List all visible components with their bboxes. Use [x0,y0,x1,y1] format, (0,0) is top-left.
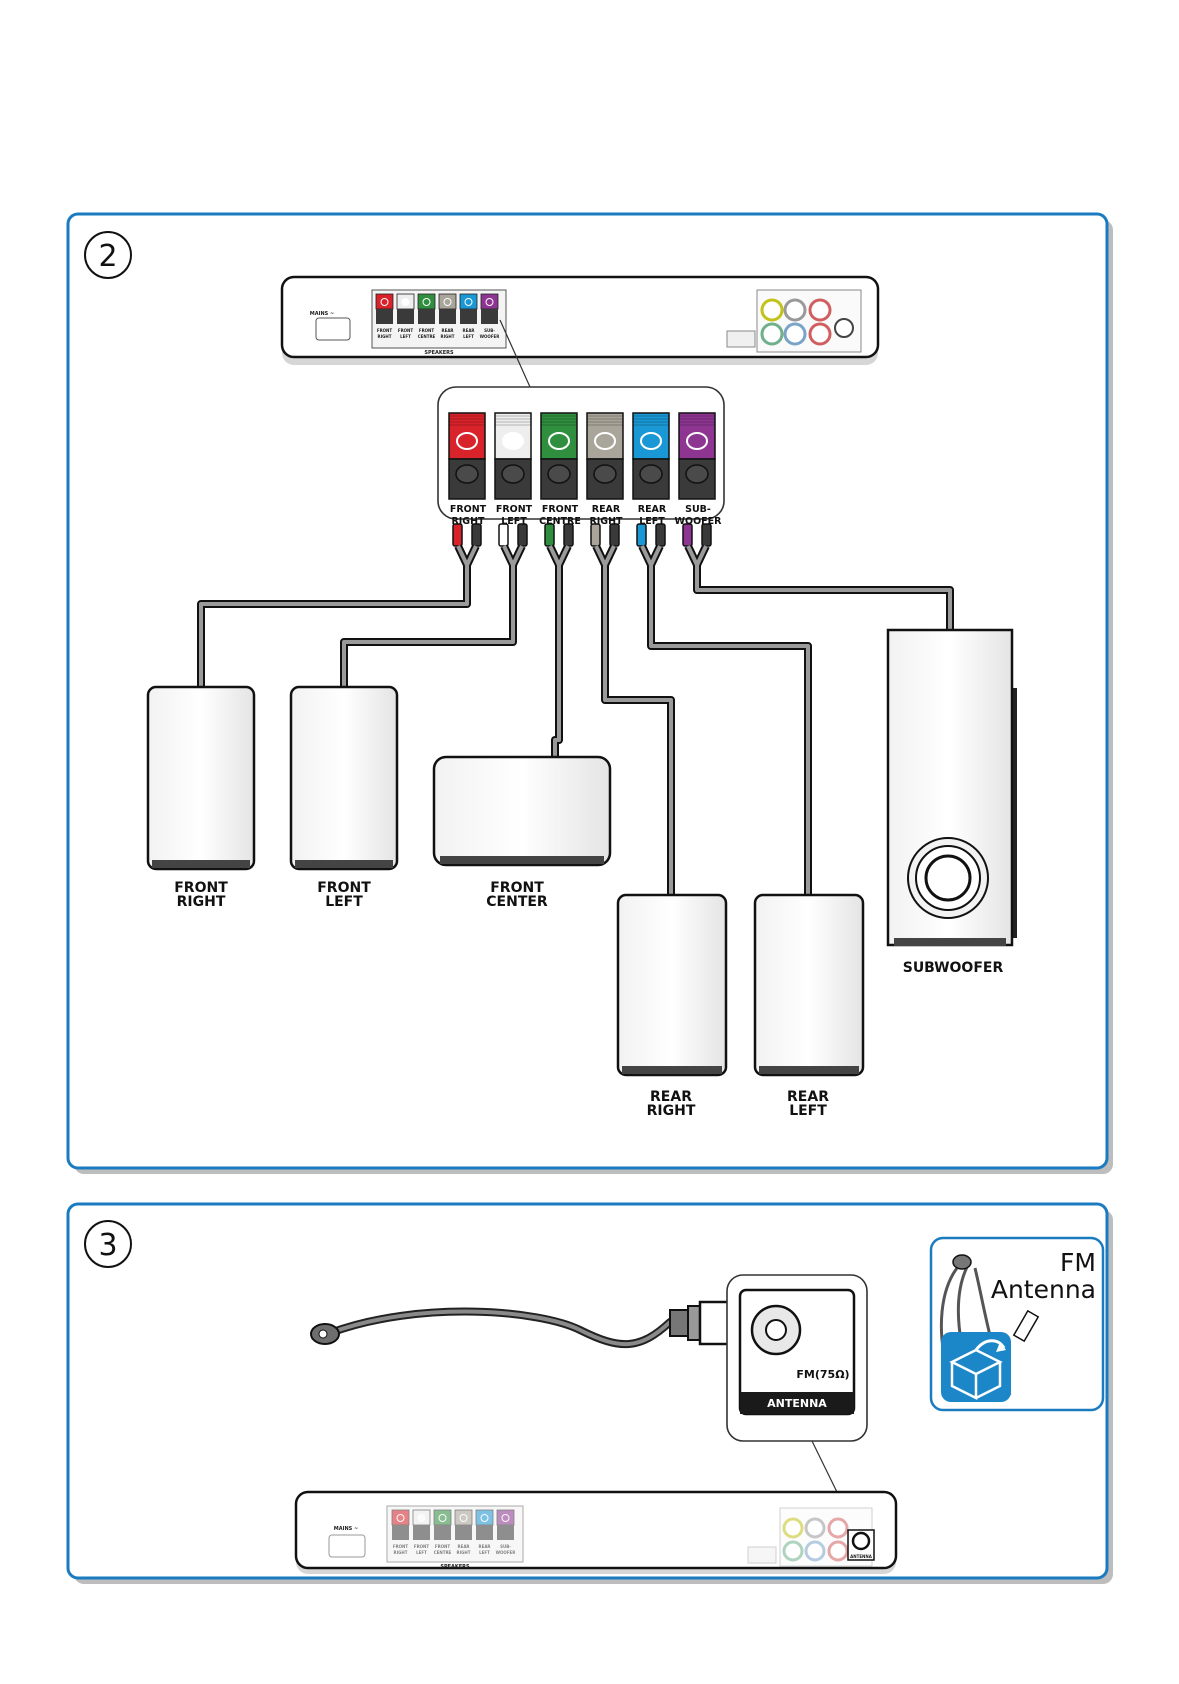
antenna-label-bar [740,1392,854,1414]
step-2-badge [84,231,132,279]
svg-text:SUB-WOOFER: SUB-WOOFER [496,1544,516,1555]
av-jacks [726,289,862,353]
terminal-5: SUB-WOOFER [675,412,723,527]
inset-title-fm: FM [1060,1248,1096,1277]
fm-75-ohm-label: FM(75Ω) [796,1368,849,1381]
mains-socket [315,317,351,341]
panel-3: 3 FM(75Ω) ANTENNA FM Antenna [66,1202,1113,1584]
terminal-label-5: SUB-WOOFER [675,504,723,527]
antenna-socket-callout: FM(75Ω) ANTENNA [726,1274,868,1442]
speaker-front-center [432,755,612,867]
svg-text:SUB-WOOFER: SUB-WOOFER [480,328,500,339]
box-icon [941,1332,1011,1402]
antenna-label: ANTENNA [767,1397,827,1410]
speaker-front-left [289,685,399,871]
step-3-number: 3 [98,1228,117,1263]
callout-leader [499,319,531,388]
mains-socket-step3 [328,1534,366,1558]
antenna-socket-small [851,1531,871,1551]
step-3-badge [84,1220,132,1268]
mini-terminal-5: SUB-WOOFER [480,293,500,339]
speakers-group-label: SPEAKERS [424,350,454,356]
mini-terminal-5: SUB-WOOFER [496,1509,516,1555]
small-antenna-label: ANTENNA [850,1554,873,1559]
speaker-front-right [146,685,256,871]
mains-label: MAINS ~ [310,311,334,317]
speakers-group-label-step3: SPEAKERS [440,1564,470,1570]
fm-antenna-inset: FM Antenna [929,1236,1105,1412]
subwoofer [886,628,1017,947]
speaker-rear-right [616,893,728,1077]
step-2-number: 2 [98,239,117,274]
label-subwoofer: SUBWOOFER [903,960,1004,976]
inset-title-antenna: Antenna [991,1275,1096,1304]
speaker-rear-left [753,893,865,1077]
mains-label-step3: MAINS ~ [334,1526,358,1532]
